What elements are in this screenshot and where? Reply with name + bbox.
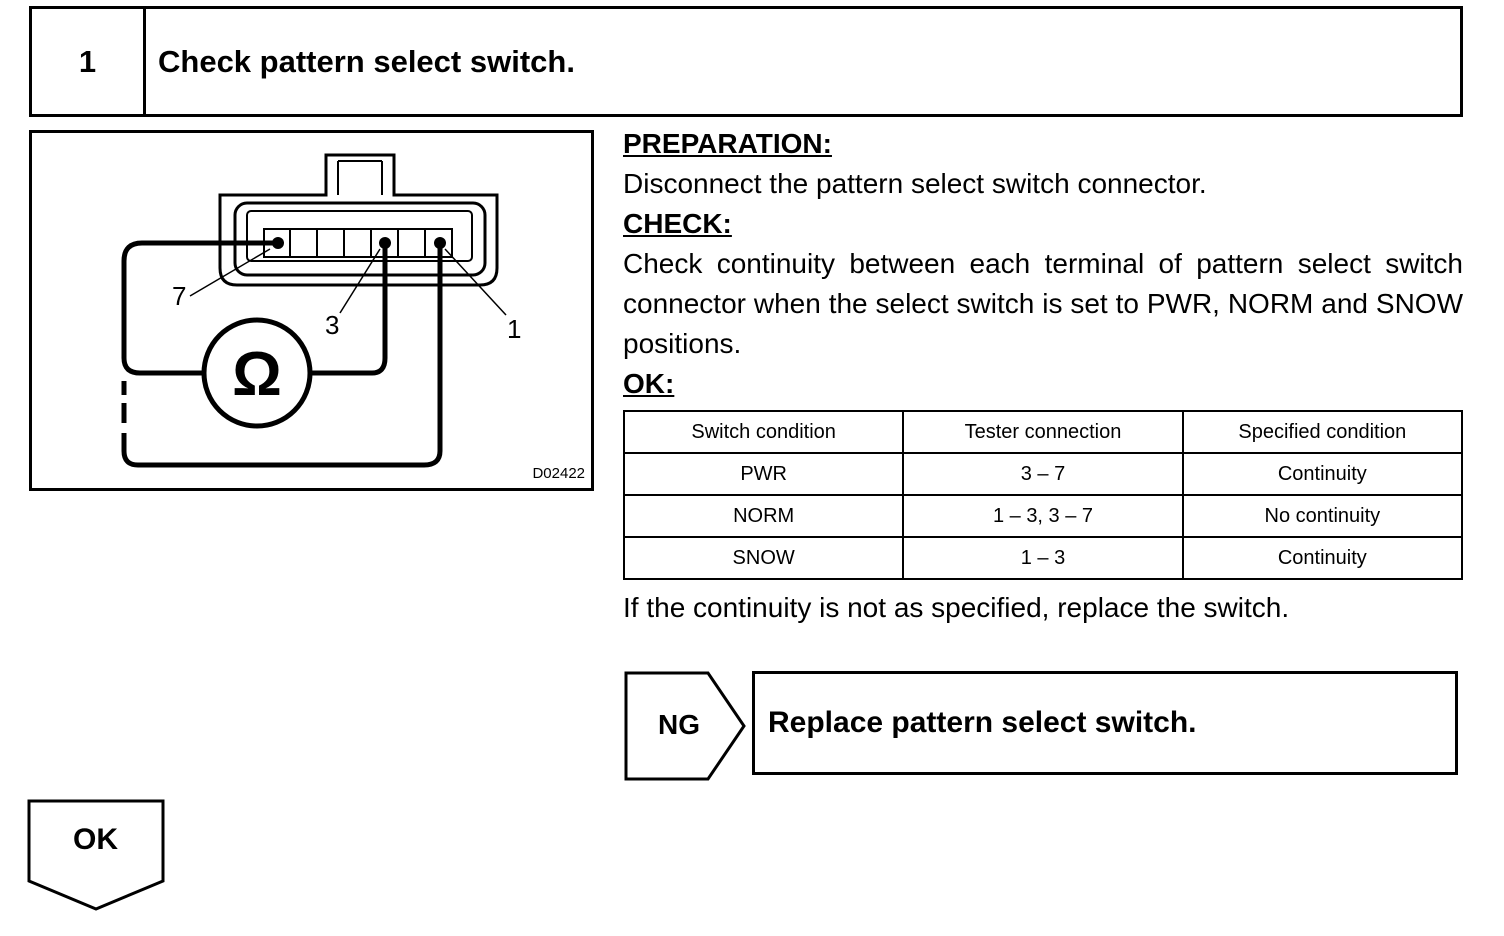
step-number: 1 [32,9,146,114]
table-row: SNOW 1 – 3 Continuity [622,536,1464,580]
ohmmeter-connector-diagram-icon: Ω [121,153,507,468]
table-row: PWR 3 – 7 Continuity [622,452,1464,496]
ng-action: Replace pattern select switch. [752,671,1458,775]
table-row: NORM 1 – 3, 3 – 7 No continuity [622,494,1464,538]
note-text: If the continuity is not as specified, r… [623,592,1290,623]
step-header: 1 Check pattern select switch. [29,6,1463,117]
ng-arrow-icon [624,671,746,781]
table-cell: Continuity [1181,536,1464,580]
column-header: Tester connection [902,410,1184,454]
preparation-heading: PREPARATION: [623,128,832,159]
connector-diagram: Ω 7 3 1 D02422 [29,130,594,491]
preparation-text: Disconnect the pattern select switch con… [623,168,1207,199]
table-cell: Continuity [1181,452,1464,496]
step-title: Check pattern select switch. [158,43,575,79]
preparation-section: PREPARATION: Disconnect the pattern sele… [623,124,1463,404]
column-header: Specified condition [1181,410,1464,454]
ok-label: OK [73,823,118,856]
terminal-label-1: 1 [507,314,522,344]
table-header-row: Switch condition Tester connection Speci… [622,410,1464,454]
ok-arrow-icon [27,799,165,911]
terminal-label-3: 3 [325,310,340,340]
table-cell: 3 – 7 [902,452,1184,496]
spec-table: Switch condition Tester connection Speci… [622,410,1464,580]
ng-label: NG [658,709,700,740]
ok-heading: OK: [623,368,675,399]
table-cell: 1 – 3, 3 – 7 [902,494,1184,538]
terminal-label-7: 7 [172,281,187,311]
check-text: Check continuity between each terminal o… [623,248,1463,359]
check-heading: CHECK: [623,208,732,239]
column-header: Switch condition [622,410,905,454]
figure-code: D02422 [532,465,585,482]
table-cell: NORM [622,494,905,538]
table-cell: PWR [622,452,905,496]
table-cell: SNOW [622,536,905,580]
ohm-symbol: Ω [232,340,282,409]
table-cell: No continuity [1181,494,1464,538]
table-cell: 1 – 3 [902,536,1184,580]
